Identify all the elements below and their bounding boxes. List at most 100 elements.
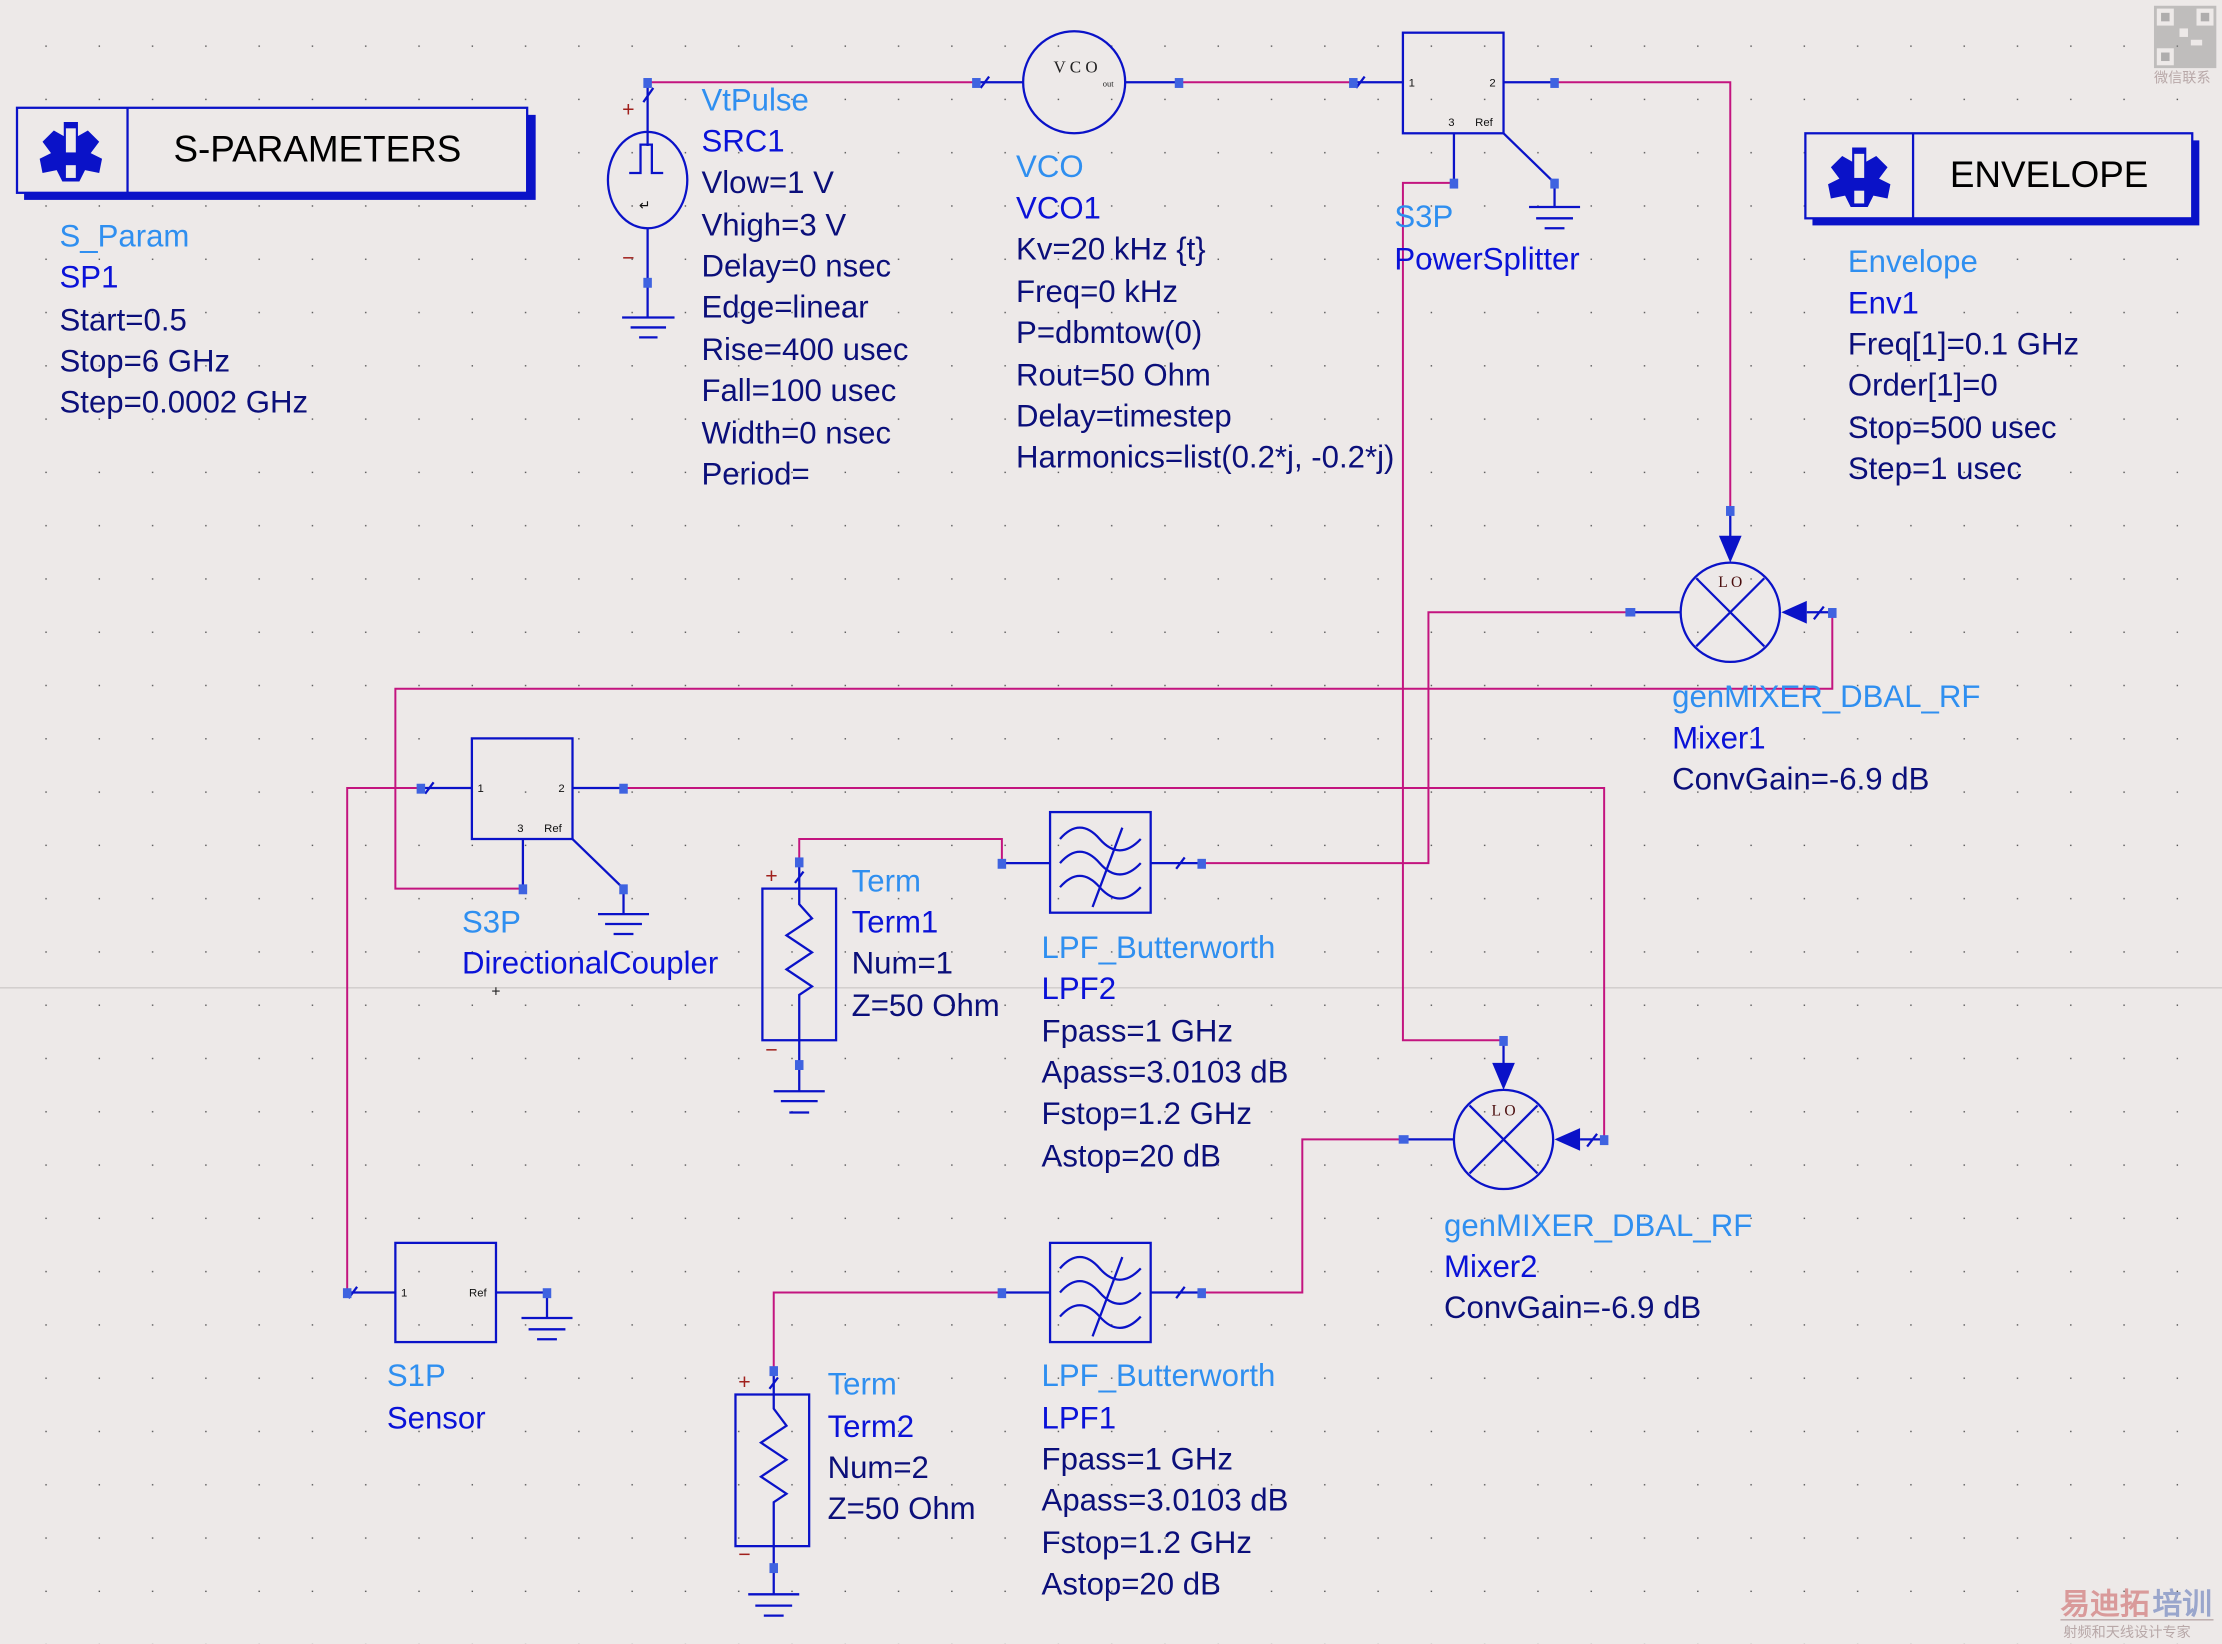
lo-label: L O [1718, 574, 1742, 591]
vco-param: Freq=0 kHz [1016, 274, 1178, 309]
sensor-s1p[interactable]: 1 Ref [342, 1241, 573, 1344]
pin[interactable] [1726, 505, 1735, 516]
pin[interactable] [619, 884, 628, 895]
ground-ref-mark: ↵ [639, 198, 651, 214]
pin[interactable] [416, 783, 426, 794]
vtpulse-type-label: VtPulse [701, 83, 808, 118]
pin[interactable] [1349, 78, 1358, 88]
pin[interactable] [997, 858, 1007, 869]
lpf1-param: Apass=3.0103 dB [1042, 1483, 1289, 1518]
watermark-brand-a: 易迪拓 [2060, 1587, 2149, 1622]
pin-label: Ref [1475, 117, 1493, 129]
sensor-type-label: S1P [387, 1358, 446, 1393]
lpf2-param: Astop=20 dB [1042, 1138, 1221, 1173]
pin[interactable] [1550, 178, 1559, 189]
pin[interactable] [1550, 78, 1559, 88]
term1[interactable]: + − [761, 857, 838, 1114]
pin[interactable] [997, 1288, 1007, 1299]
mixer2[interactable]: L O [1398, 1035, 1609, 1191]
lpf2-filter[interactable] [997, 810, 1206, 914]
wire-coupler2-to-mixer2-rf[interactable] [623, 786, 1606, 1140]
directional-coupler[interactable]: 1 2 3 Ref [416, 737, 650, 936]
mixer2-param: ConvGain=-6.9 dB [1444, 1290, 1701, 1325]
lpf1-param: Astop=20 dB [1042, 1566, 1221, 1601]
vco-param: P=dbmtow(0) [1016, 315, 1202, 350]
envelope-param: Stop=500 usec [1848, 410, 2057, 445]
lpf1-instance-label: LPF1 [1042, 1401, 1116, 1436]
sparameters-controller[interactable]: S-PARAMETERS [15, 106, 536, 200]
pin[interactable] [1197, 858, 1206, 869]
pin[interactable] [769, 1366, 778, 1377]
vco-param: Delay=timestep [1016, 399, 1232, 434]
pin[interactable] [1449, 178, 1459, 189]
lpf2-param: Fstop=1.2 GHz [1042, 1096, 1252, 1131]
wire-splitter3-to-mixer2-lo[interactable] [1401, 181, 1504, 1042]
lowpass-filter-icon [1059, 1255, 1142, 1337]
vtpulse-param: Rise=400 usec [701, 332, 908, 367]
power-splitter[interactable]: 1 2 3 Ref [1349, 31, 1581, 230]
lo-arrow-icon [1492, 1062, 1515, 1090]
pin[interactable] [518, 884, 528, 895]
vtpulse-param: Period= [701, 457, 809, 492]
pin[interactable] [643, 277, 652, 288]
pin[interactable] [1828, 608, 1837, 618]
vtpulse-source[interactable]: ↵ + − [606, 78, 689, 339]
pin[interactable] [342, 1288, 352, 1299]
pin[interactable] [794, 857, 804, 868]
lo-arrow-icon [1718, 535, 1742, 563]
controller-title: S-PARAMETERS [173, 129, 461, 170]
wire-coupler1-to-sensor[interactable] [346, 786, 421, 1293]
mixer1-type-label: genMIXER_DBAL_RF [1672, 679, 1980, 714]
wire-mixer1-rf-to-coupler3[interactable] [394, 612, 1834, 890]
pin-label: 1 [478, 783, 484, 795]
sparam-param: Start=0.5 [60, 302, 187, 337]
lpf1-filter[interactable] [997, 1241, 1206, 1344]
pulse-icon [629, 143, 664, 175]
splitter-instance-label: PowerSplitter [1394, 241, 1579, 276]
vtpulse-instance-label: SRC1 [701, 124, 784, 159]
term2[interactable]: + − [734, 1366, 811, 1617]
pin-tick [642, 87, 655, 103]
vtpulse-param: Vhigh=3 V [701, 207, 846, 242]
wire-mixer2-if-to-lpf1[interactable] [1201, 1138, 1403, 1294]
wire-mixer1-if-to-lpf2[interactable] [1201, 611, 1630, 865]
term1-param: Num=1 [852, 946, 953, 981]
vco-param: Rout=50 Ohm [1016, 358, 1211, 393]
pin[interactable] [1398, 1135, 1409, 1144]
lo-label: L O [1491, 1102, 1515, 1119]
lowpass-filter-icon [1059, 826, 1142, 908]
lpf2-instance-label: LPF2 [1042, 971, 1116, 1006]
plus-sign: + [622, 97, 634, 121]
pin[interactable] [794, 1060, 804, 1070]
wire-lpf2-to-term1[interactable] [798, 838, 1003, 864]
lpf2-type-label: LPF_Butterworth [1042, 930, 1276, 965]
envelope-param: Step=1 usec [1848, 451, 2022, 486]
wire-lpf1-to-term2[interactable] [772, 1291, 1002, 1372]
pin[interactable] [1174, 78, 1184, 88]
pin[interactable] [972, 78, 981, 88]
pin[interactable] [1599, 1135, 1609, 1146]
vco-component[interactable]: V C O out [972, 30, 1184, 135]
pin[interactable] [1197, 1288, 1206, 1299]
sparam-instance-label: SP1 [60, 260, 119, 295]
minus-sign: − [738, 1543, 750, 1567]
vco-instance-label: VCO1 [1016, 190, 1101, 225]
pin[interactable] [542, 1288, 552, 1299]
pin[interactable] [1499, 1035, 1508, 1046]
term1-type-label: Term [852, 863, 921, 898]
pin[interactable] [619, 783, 628, 794]
pin[interactable] [769, 1563, 778, 1574]
envelope-controller[interactable]: ENVELOPE [1804, 132, 2200, 226]
watermark-brand-b: 培训 [2153, 1587, 2213, 1622]
mixer1-param: ConvGain=-6.9 dB [1672, 761, 1929, 796]
lpf1-param: Fstop=1.2 GHz [1042, 1525, 1252, 1560]
term2-param: Z=50 Ohm [828, 1491, 976, 1526]
pin[interactable] [1625, 608, 1636, 617]
pin[interactable] [643, 78, 652, 88]
mixer1[interactable]: L O [1625, 505, 1837, 664]
vtpulse-param: Width=0 nsec [701, 416, 891, 451]
lpf2-param: Apass=3.0103 dB [1042, 1055, 1289, 1090]
pin-label: 2 [1489, 78, 1495, 90]
wire-splitter2-to-mixer1-lo[interactable] [1554, 81, 1732, 511]
